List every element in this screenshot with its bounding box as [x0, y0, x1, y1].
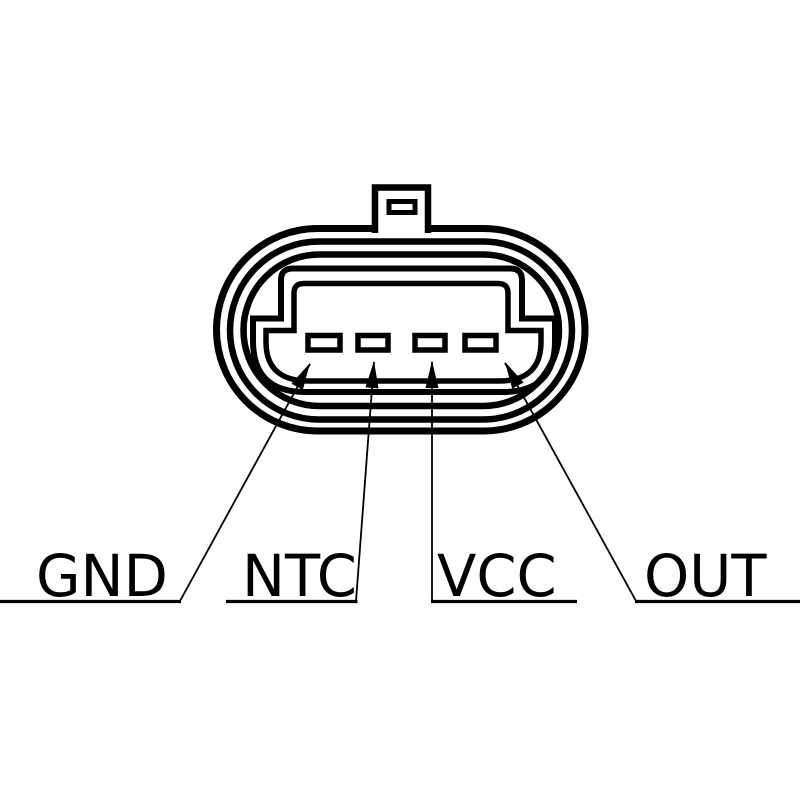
keyway-wall-outer: [250, 265, 558, 395]
keyway-opening: [250, 265, 558, 395]
pin-1-label: GND: [36, 543, 168, 610]
arrowhead-pin-1-icon: [291, 363, 310, 390]
arrowhead-pin-2-icon: [365, 361, 379, 389]
pin-3-label: VCC: [437, 543, 557, 610]
pin-1-terminal: [305, 332, 343, 353]
connector-housing: [213, 184, 589, 435]
housing-outline-inner: [240, 251, 563, 410]
leader-lines: [179, 361, 637, 602]
pin-4-label: OUT: [644, 543, 767, 610]
pin-terminals: [305, 332, 499, 353]
arrowhead-pin-4-icon: [505, 362, 524, 389]
connector-tab-slot: [386, 199, 418, 215]
pin-2-terminal: [355, 332, 391, 353]
leader-line-pin-4: [504, 362, 637, 602]
pin-3-terminal: [412, 332, 448, 353]
pin-4-terminal: [462, 332, 499, 353]
arrowhead-pin-3-icon: [425, 361, 439, 388]
pin-2-label: NTC: [242, 543, 357, 610]
housing-outline-middle: [226, 238, 576, 423]
keyway-wall-inner: [263, 280, 544, 384]
leader-line-pin-2: [355, 361, 375, 602]
leader-line-pin-1: [179, 363, 311, 602]
pin-labels: GND NTC VCC OUT: [0, 543, 800, 610]
